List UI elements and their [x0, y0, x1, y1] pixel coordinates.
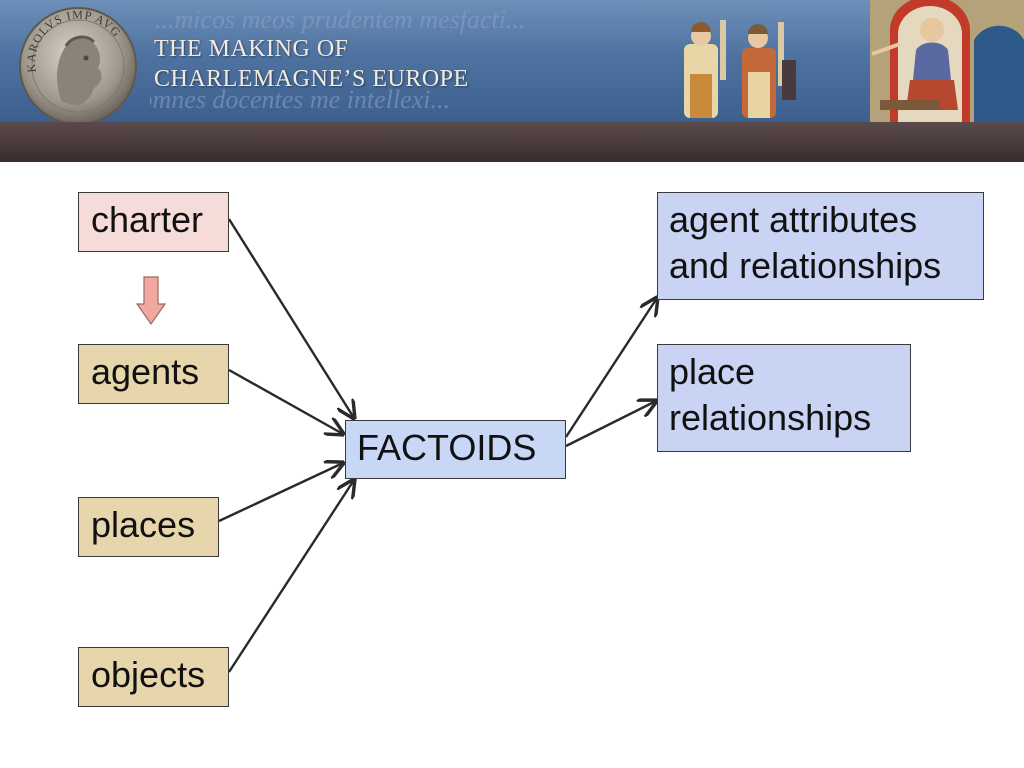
header-banner: ...micos meos prudentem mesfacti... ...o… [0, 0, 1024, 122]
site-title-line-2: CHARLEMAGNE’S EUROPE [154, 66, 469, 92]
objects-box: objects [78, 647, 229, 707]
agent-relationships-line-1: agent attributes [669, 199, 918, 240]
agents-label: agents [91, 351, 200, 392]
manuscript-script-background: ...micos meos prudentem mesfacti... ...o… [150, 5, 525, 114]
factoids-label: FACTOIDS [357, 427, 537, 468]
svg-text:...omnes docentes me intellexi: ...omnes docentes me intellexi... [150, 85, 450, 114]
header-band [0, 122, 1024, 162]
factoids-box: FACTOIDS [345, 420, 566, 479]
charter-box: charter [78, 192, 229, 252]
site-title-line-1: THE MAKING OF [154, 36, 349, 62]
arrow-factoids-to-agent-relationships [564, 298, 657, 438]
agent-relationships-line-2: and relationships [669, 245, 942, 286]
place-relationships-line-1: place [669, 351, 756, 392]
objects-label: objects [91, 654, 206, 695]
arrow-charter-to-factoids [227, 218, 354, 418]
down-arrow-charter-to-agents [135, 276, 167, 326]
places-label: places [91, 504, 196, 545]
svg-text:...micos meos prudentem mesfac: ...micos meos prudentem mesfacti... [155, 5, 525, 34]
arrow-factoids-to-place-relationships [565, 401, 656, 448]
places-box: places [78, 497, 219, 557]
evangelist-illustration [870, 0, 1024, 122]
site-title: THE MAKING OF CHARLEMAGNE’S EUROPE [154, 34, 469, 94]
arrow-places-to-factoids [218, 463, 343, 523]
coin-logo: KAROLVS IMP AVG [19, 7, 137, 122]
arrow-objects-to-factoids [227, 480, 354, 673]
place-relationships-box: place relationships [657, 344, 911, 452]
arrow-agents-to-factoids [228, 368, 343, 434]
agents-box: agents [78, 344, 229, 404]
place-relationships-line-2: relationships [669, 397, 872, 438]
charter-label: charter [91, 199, 204, 240]
manuscript-figures-illustration [684, 20, 796, 118]
agent-relationships-box: agent attributes and relationships [657, 192, 984, 300]
